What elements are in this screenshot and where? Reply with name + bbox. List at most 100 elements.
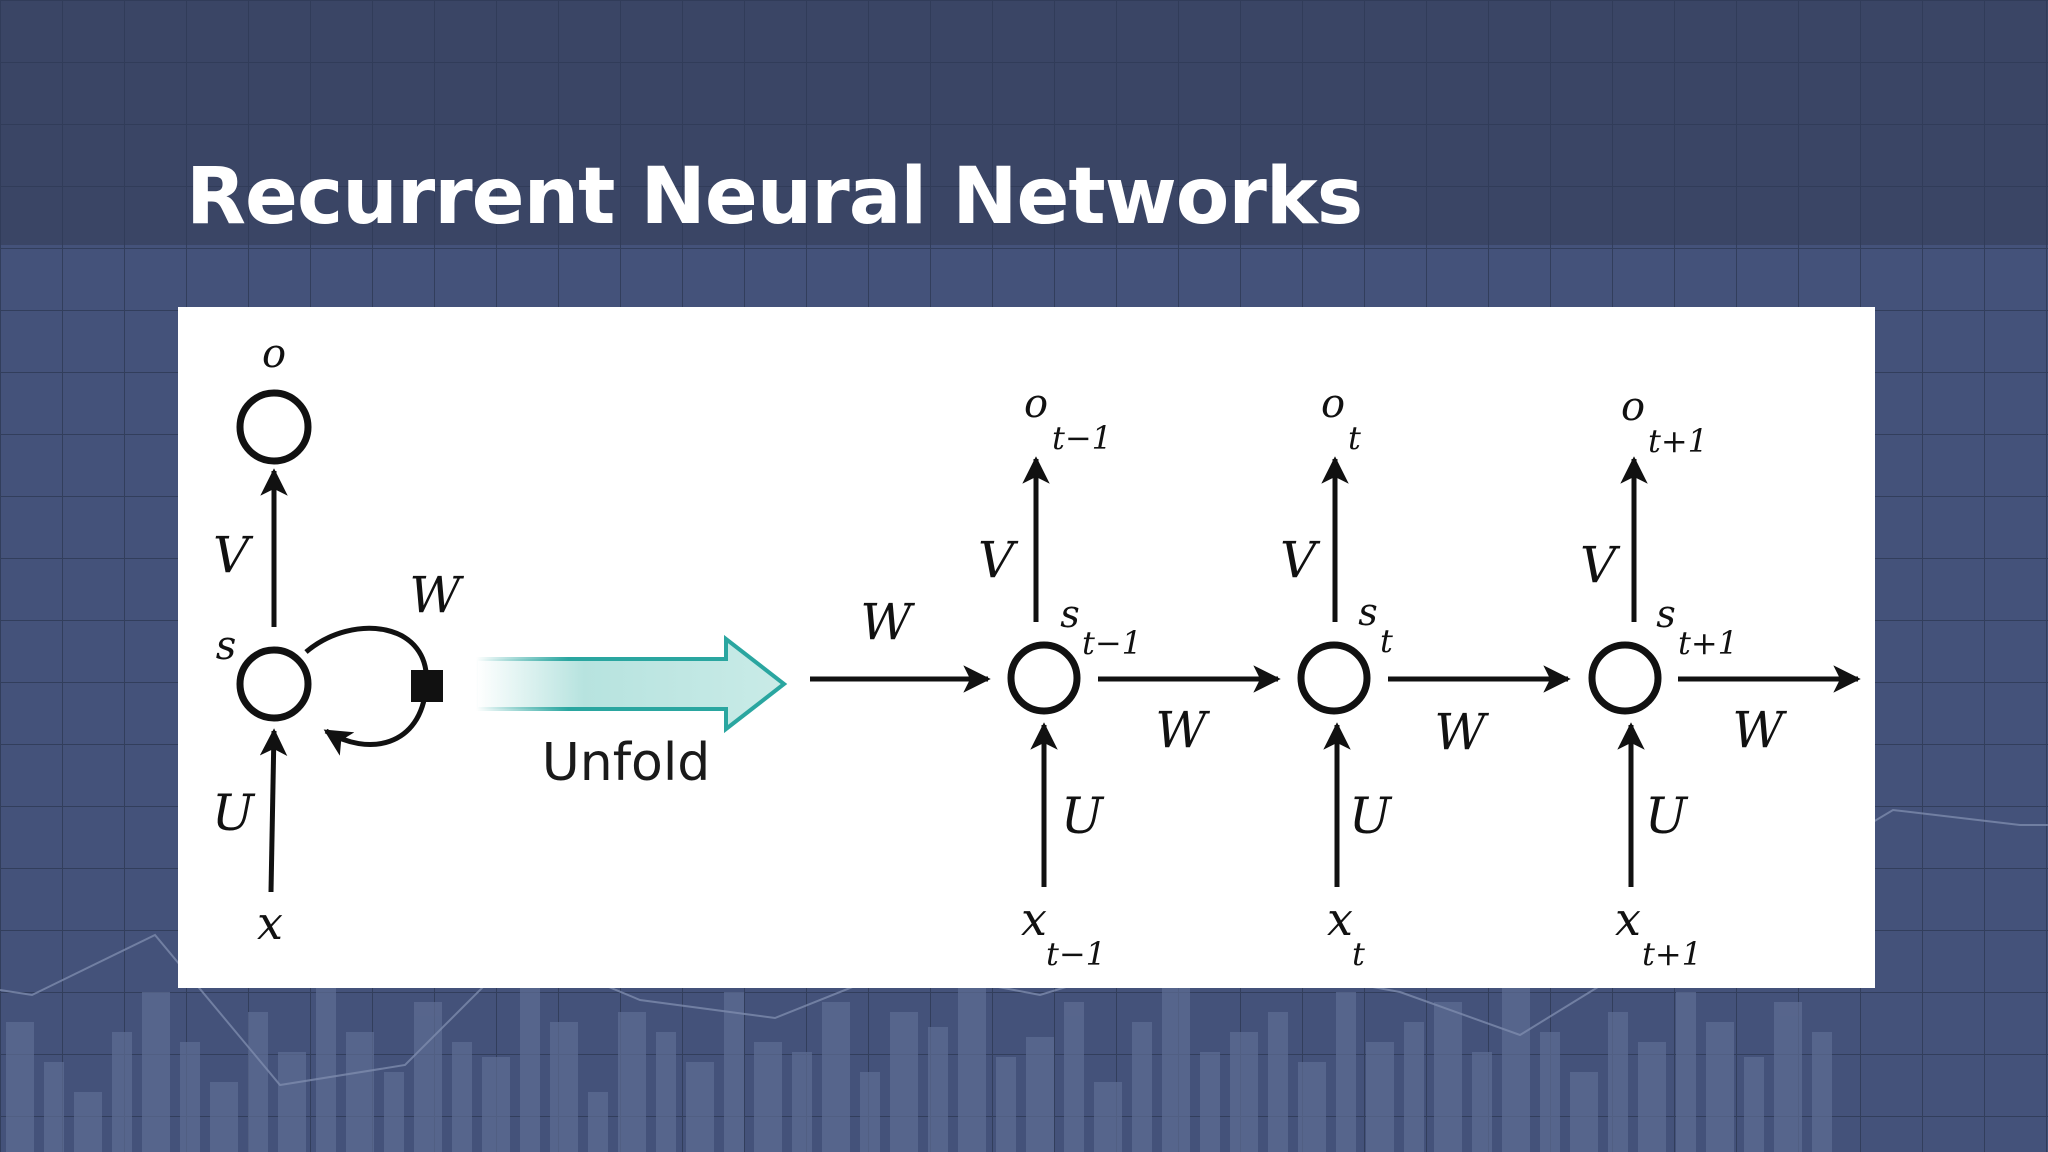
decorative-bar bbox=[1094, 1082, 1122, 1152]
unfolded-step-t-plus-1: o t+1 V s t+1 U x t+1 W bbox=[1580, 384, 1861, 973]
decorative-bar bbox=[452, 1042, 472, 1152]
decorative-bar bbox=[6, 1022, 34, 1152]
state-t-node bbox=[1297, 641, 1371, 715]
decorative-bar bbox=[210, 1082, 238, 1152]
decorative-bar bbox=[1608, 1012, 1628, 1152]
decorative-bar bbox=[142, 992, 170, 1152]
decorative-bar bbox=[588, 1092, 608, 1152]
output-t-plus-1-label: o bbox=[1621, 384, 1645, 430]
unfolded-step-t-minus-1: o t−1 V s t−1 U x t−1 W bbox=[978, 381, 1281, 973]
state-t-plus-1-label: s bbox=[1656, 592, 1676, 636]
state-t-minus-1-subscript: t−1 bbox=[1082, 624, 1142, 662]
decorative-bar bbox=[1366, 1042, 1394, 1152]
unfolded-step-t: o t V s t U x t W bbox=[1280, 381, 1571, 973]
decorative-bar bbox=[1434, 1002, 1462, 1152]
unfolded-network: W o t−1 V s t−1 U x t−1 W o t bbox=[810, 381, 1861, 973]
w-label-t: W bbox=[1434, 703, 1489, 761]
decorative-bar bbox=[316, 972, 336, 1152]
state-t-subscript: t bbox=[1380, 622, 1393, 660]
folded-w-label: W bbox=[409, 566, 464, 624]
decorative-bar bbox=[1638, 1042, 1666, 1152]
decorative-bar bbox=[1064, 1002, 1084, 1152]
decorative-bar bbox=[1132, 1022, 1152, 1152]
decorative-bar bbox=[996, 1057, 1016, 1152]
state-t-plus-1-subscript: t+1 bbox=[1678, 624, 1738, 662]
input-t-minus-1-subscript: t−1 bbox=[1046, 935, 1106, 973]
state-t-minus-1-node bbox=[1007, 641, 1081, 715]
decorative-bar bbox=[1812, 1032, 1832, 1152]
state-t-label: s bbox=[1358, 590, 1378, 634]
decorative-bar bbox=[724, 992, 744, 1152]
decorative-bar bbox=[1502, 982, 1530, 1152]
decorative-bar bbox=[822, 1002, 850, 1152]
folded-input-label: x bbox=[257, 896, 283, 950]
folded-v-label: V bbox=[213, 526, 254, 584]
folded-recurrent-loop bbox=[304, 625, 429, 756]
w-label-t-plus-1: W bbox=[1732, 701, 1787, 759]
output-t-label: o bbox=[1321, 381, 1345, 427]
folded-delay-square bbox=[411, 670, 443, 702]
incoming-w-label: W bbox=[860, 593, 915, 651]
output-t-subscript: t bbox=[1348, 419, 1361, 457]
decorative-bar bbox=[958, 977, 986, 1152]
decorative-bar bbox=[1230, 1032, 1258, 1152]
decorative-bar bbox=[928, 1027, 948, 1152]
decorative-bar bbox=[618, 1012, 646, 1152]
output-t-minus-1-subscript: t−1 bbox=[1052, 419, 1112, 457]
v-label-t-minus-1: V bbox=[978, 531, 1019, 589]
folded-u-label: U bbox=[212, 784, 256, 842]
w-label-t-minus-1: W bbox=[1155, 701, 1210, 759]
decorative-bars bbox=[6, 972, 1832, 1152]
folded-u-arrow bbox=[259, 728, 288, 893]
decorative-bar bbox=[1268, 1012, 1288, 1152]
input-t-plus-1-subscript: t+1 bbox=[1642, 935, 1702, 973]
decorative-bar bbox=[1706, 1022, 1734, 1152]
v-label-t-plus-1: V bbox=[1580, 536, 1621, 594]
v-label-t: V bbox=[1280, 531, 1321, 589]
decorative-bar bbox=[1540, 1032, 1560, 1152]
decorative-bar bbox=[1298, 1062, 1326, 1152]
folded-state-node bbox=[236, 646, 312, 722]
decorative-bar bbox=[1774, 1002, 1802, 1152]
u-label-t: U bbox=[1349, 787, 1393, 845]
decorative-bar bbox=[1162, 987, 1190, 1152]
decorative-bar bbox=[1336, 992, 1356, 1152]
u-label-t-plus-1: U bbox=[1645, 787, 1689, 845]
output-t-minus-1-label: o bbox=[1024, 381, 1048, 427]
folded-output-label: o bbox=[262, 331, 286, 377]
unfold-arrow: Unfold bbox=[474, 634, 788, 793]
decorative-bar bbox=[1570, 1072, 1598, 1152]
decorative-bar bbox=[1404, 1022, 1424, 1152]
decorative-bar bbox=[482, 1057, 510, 1152]
decorative-bar bbox=[44, 1062, 64, 1152]
decorative-bar bbox=[1744, 1057, 1764, 1152]
decorative-bar bbox=[278, 1052, 306, 1152]
folded-network: o V s W U x bbox=[212, 331, 464, 950]
folded-output-node bbox=[236, 389, 312, 465]
state-t-minus-1-label: s bbox=[1060, 592, 1080, 636]
decorative-bar bbox=[550, 1022, 578, 1152]
u-label-t-minus-1: U bbox=[1061, 787, 1105, 845]
decorative-bar bbox=[656, 1032, 676, 1152]
decorative-bar bbox=[112, 1032, 132, 1152]
input-t-plus-1-label: x bbox=[1615, 892, 1641, 946]
decorative-bar bbox=[346, 1032, 374, 1152]
slide-title: Recurrent Neural Networks bbox=[186, 152, 1363, 242]
decorative-bar bbox=[520, 982, 540, 1152]
output-t-plus-1-subscript: t+1 bbox=[1648, 422, 1708, 460]
decorative-bar bbox=[1200, 1052, 1220, 1152]
decorative-bar bbox=[414, 1002, 442, 1152]
input-t-minus-1-label: x bbox=[1021, 892, 1047, 946]
input-t-subscript: t bbox=[1352, 935, 1365, 973]
decorative-bar bbox=[384, 1072, 404, 1152]
decorative-bar bbox=[1472, 1052, 1492, 1152]
decorative-bar bbox=[1676, 992, 1696, 1152]
unfold-label: Unfold bbox=[542, 733, 711, 793]
decorative-bar bbox=[180, 1042, 200, 1152]
decorative-bar bbox=[74, 1092, 102, 1152]
state-t-plus-1-node bbox=[1588, 641, 1662, 715]
decorative-bar bbox=[686, 1062, 714, 1152]
decorative-bar bbox=[1026, 1037, 1054, 1152]
decorative-bar bbox=[860, 1072, 880, 1152]
decorative-bar bbox=[792, 1052, 812, 1152]
